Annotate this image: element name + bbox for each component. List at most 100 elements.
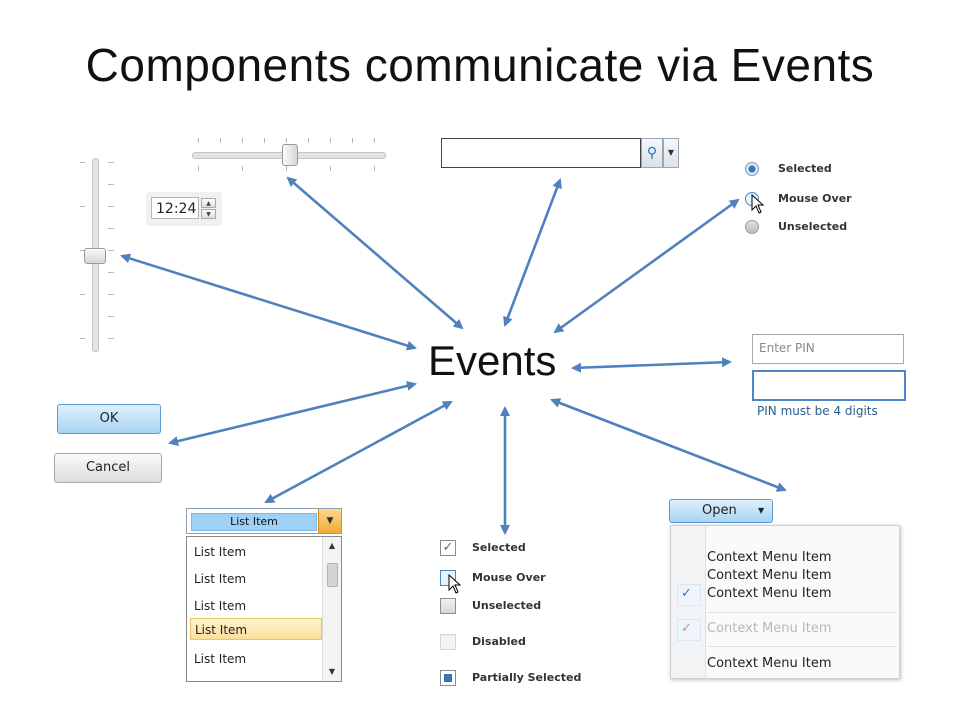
checkbox-label: Disabled	[472, 635, 526, 648]
list-item-selected[interactable]: List Item	[190, 618, 322, 640]
checkbox-disabled: Disabled	[440, 634, 560, 654]
chevron-down-icon[interactable]: ▼	[201, 209, 216, 219]
radio-label: Selected	[778, 162, 832, 175]
horizontal-slider-thumb[interactable]	[282, 144, 298, 166]
slider-tick	[80, 294, 85, 295]
arrow-pin	[571, 357, 732, 373]
cursor-icon	[751, 194, 765, 214]
checkmark-icon: ✓	[681, 586, 692, 601]
vertical-slider[interactable]	[80, 158, 116, 354]
scroll-down-icon[interactable]: ▼	[328, 667, 336, 676]
arrow-radio	[553, 198, 740, 334]
arrow-buttons	[168, 381, 417, 446]
menu-separator	[707, 646, 897, 647]
combo-selected-value: List Item	[191, 513, 317, 531]
menu-check-background	[677, 619, 701, 641]
checkmark-icon: ✓	[681, 621, 692, 636]
checkmark-icon[interactable]: ✓	[440, 540, 456, 556]
slider-tick	[198, 138, 199, 143]
slider-tick	[374, 138, 375, 143]
pin-validation-message: PIN must be 4 digits	[757, 404, 878, 418]
open-button-label: Open	[702, 503, 737, 518]
checkbox[interactable]	[440, 598, 456, 614]
menu-item-checked[interactable]: Context Menu Item	[707, 586, 832, 601]
checkbox-selected[interactable]: ✓ Selected	[440, 540, 560, 560]
search-input[interactable]	[441, 138, 641, 168]
checkbox-label: Mouse Over	[472, 571, 546, 584]
slider-tick	[108, 294, 114, 295]
events-label: Events	[428, 337, 557, 384]
radio-button[interactable]	[745, 220, 759, 234]
slider-tick	[220, 138, 221, 143]
arrow-search	[503, 178, 562, 327]
menu-separator	[707, 612, 897, 613]
open-menu-button[interactable]: Open ▼	[669, 499, 773, 523]
arrow-vslider	[120, 253, 417, 351]
slider-tick	[80, 162, 85, 163]
slider-tick	[80, 206, 85, 207]
partial-check-icon[interactable]	[440, 670, 456, 686]
list-item[interactable]: List Item	[194, 572, 247, 586]
time-spinner: 12:24 ▲ ▼	[146, 192, 222, 226]
radio-button[interactable]	[745, 162, 759, 176]
slider-tick	[108, 338, 114, 339]
search-icon[interactable]: ⚲	[641, 138, 663, 168]
checkbox	[440, 634, 456, 650]
time-field[interactable]: 12:24	[151, 197, 199, 219]
chevron-down-icon: ▼	[758, 506, 765, 515]
cursor-icon	[448, 574, 462, 594]
slider-tick	[286, 138, 287, 143]
list-item[interactable]: List Item	[194, 652, 247, 666]
checkbox-unselected[interactable]: Unselected	[440, 598, 560, 618]
vertical-slider-thumb[interactable]	[84, 248, 106, 264]
slider-tick	[108, 162, 114, 163]
scroll-up-icon[interactable]: ▲	[328, 541, 336, 550]
page-title: Components communicate via Events	[85, 39, 875, 91]
list-item[interactable]: List Item	[194, 599, 247, 613]
menu-check-background	[677, 584, 701, 606]
menu-item-disabled: Context Menu Item	[707, 621, 832, 636]
combo-box[interactable]: List Item ▼	[186, 508, 342, 534]
radio-unselected[interactable]: Unselected	[745, 218, 865, 240]
slider-tick	[108, 206, 114, 207]
checkbox-label: Selected	[472, 541, 526, 554]
slider-tick	[352, 138, 353, 143]
checkbox-label: Partially Selected	[472, 671, 582, 684]
list-item[interactable]: List Item	[194, 545, 247, 559]
menu-item[interactable]: Context Menu Item	[707, 568, 832, 583]
list-box[interactable]: List Item List Item List Item List Item …	[186, 536, 342, 682]
slider-tick	[330, 166, 331, 171]
checkbox-label: Unselected	[472, 599, 542, 612]
slider-tick	[330, 138, 331, 143]
arrow-hslider	[286, 176, 464, 330]
slider-tick	[80, 250, 85, 251]
menu-item[interactable]: Context Menu Item	[707, 550, 832, 565]
list-scrollbar[interactable]: ▲ ▼	[322, 537, 341, 681]
slider-tick	[108, 316, 114, 317]
slider-tick	[198, 166, 199, 171]
ok-button[interactable]: OK	[57, 404, 161, 434]
cancel-button[interactable]: Cancel	[54, 453, 162, 483]
chevron-up-icon[interactable]: ▲	[201, 198, 216, 208]
chevron-down-icon[interactable]: ▼	[663, 138, 679, 168]
radio-selected[interactable]: Selected	[745, 160, 865, 182]
slider-tick	[308, 138, 309, 143]
horizontal-slider[interactable]	[192, 138, 388, 174]
slider-tick	[374, 166, 375, 171]
search-box: ⚲ ▼	[441, 138, 679, 168]
arrow-list	[264, 400, 453, 504]
slider-tick	[108, 250, 114, 251]
chevron-down-icon[interactable]: ▼	[318, 509, 341, 533]
slider-tick	[108, 272, 114, 273]
menu-item[interactable]: Context Menu Item	[707, 656, 832, 671]
arrow-menu	[550, 398, 787, 492]
slider-tick	[108, 184, 114, 185]
pin-confirm-input[interactable]	[752, 370, 906, 401]
context-menu: Context Menu Item Context Menu Item ✓ Co…	[670, 525, 900, 679]
checkbox-partially-selected[interactable]: Partially Selected	[440, 670, 590, 690]
slider-tick	[286, 166, 287, 171]
slider-tick	[80, 338, 85, 339]
pin-input[interactable]: Enter PIN	[752, 334, 904, 364]
radio-label: Mouse Over	[778, 192, 852, 205]
scrollbar-thumb[interactable]	[327, 563, 338, 587]
